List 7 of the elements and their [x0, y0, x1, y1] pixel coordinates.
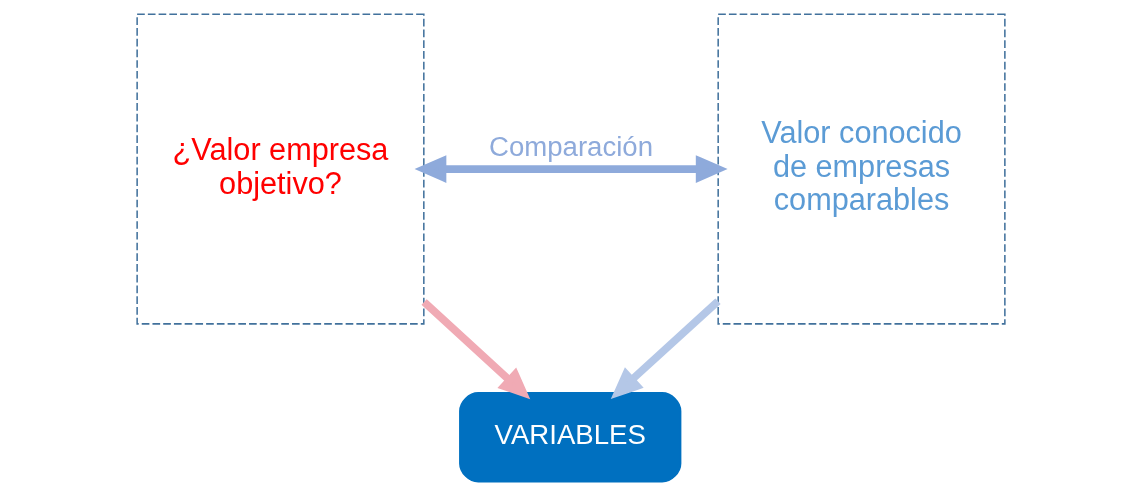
- edge-label: Comparación: [488, 130, 653, 162]
- arrow: [610, 298, 721, 399]
- arrow: [414, 155, 728, 183]
- node-box: Valor conocido de empresas comparables: [716, 13, 1006, 325]
- node-box: ¿Valor empresa objetivo?: [135, 13, 425, 325]
- arrow: [421, 299, 530, 400]
- node-box: VARIABLES: [458, 392, 681, 483]
